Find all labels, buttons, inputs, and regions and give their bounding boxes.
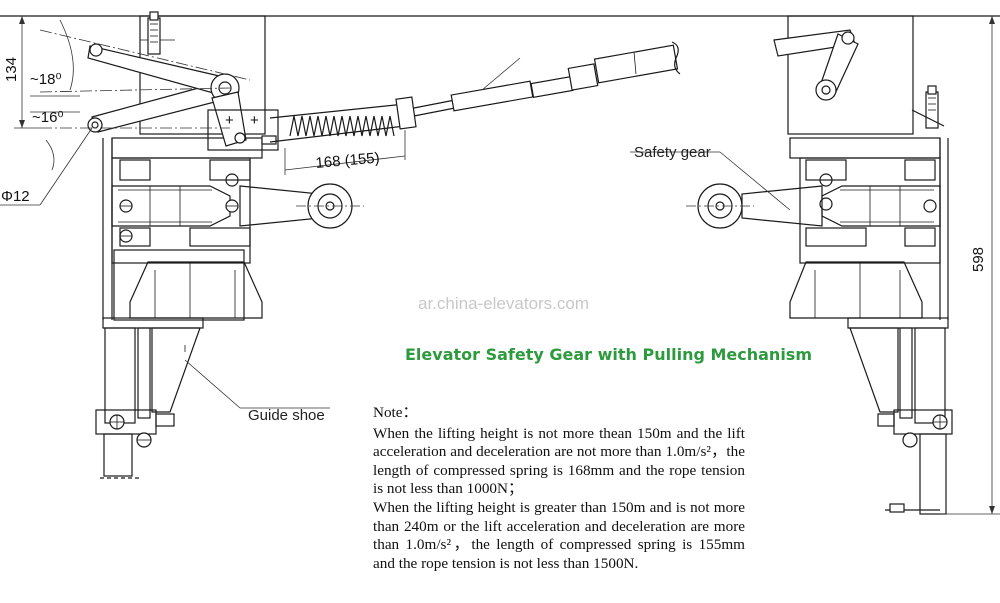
safety-gear-label: Safety gear	[634, 144, 711, 161]
spring-and-rope	[269, 41, 681, 143]
left-lever-linkage: + +	[39, 29, 279, 151]
svg-text:+: +	[225, 112, 234, 129]
phi12-leader	[39, 127, 93, 206]
diagram-title: Elevator Safety Gear with Pulling Mechan…	[405, 345, 812, 364]
diameter-label: Φ12	[1, 188, 30, 205]
dim-spring-line	[284, 155, 406, 171]
svg-text:+: +	[250, 112, 259, 129]
note-block: Note： When the lifting height is not mor…	[373, 404, 745, 573]
angle-18-arc	[59, 19, 74, 91]
angle-16-arc	[45, 139, 55, 171]
note-paragraph-1: When the lifting height is not more thea…	[373, 424, 745, 498]
note-paragraph-2: When the lifting height is greater than …	[373, 498, 745, 572]
angle-18-label: ~18⁰	[30, 71, 61, 88]
watermark: ar.china-elevators.com	[418, 294, 589, 313]
spring-length-label: 168 (155)	[315, 149, 380, 172]
angle-16-label: ~16⁰	[32, 109, 63, 126]
dim-598-label: 598	[970, 247, 987, 272]
right-safety-gear-assembly	[686, 15, 953, 515]
left-safety-gear-assembly	[95, 11, 364, 479]
dim-134-label: 134	[3, 57, 20, 82]
note-heading: Note：	[373, 404, 418, 421]
guide-shoe-label: Guide shoe	[248, 407, 325, 424]
